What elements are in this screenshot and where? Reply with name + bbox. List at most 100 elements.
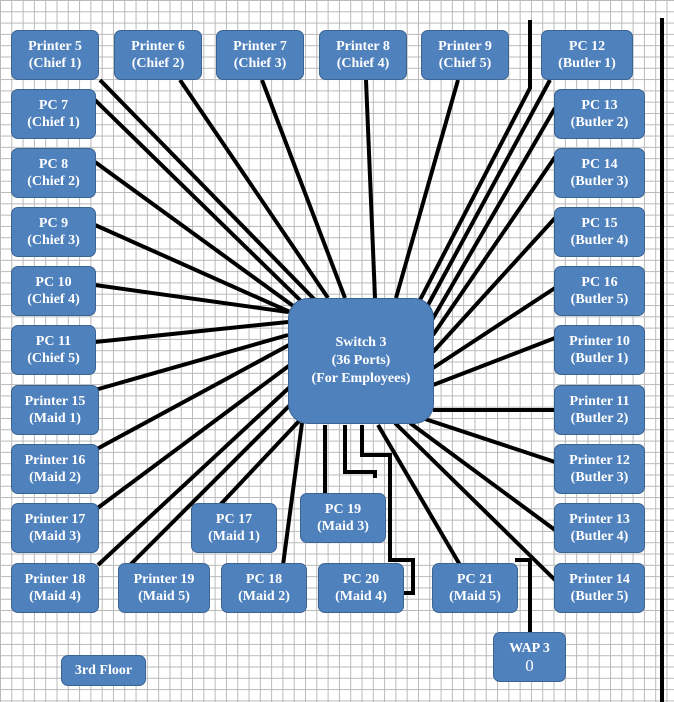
device-name: Printer 10 xyxy=(569,334,630,349)
switch-label-purpose: (For Employees) xyxy=(311,371,411,386)
device-name: PC 17 xyxy=(215,512,253,527)
cable-printer-18 xyxy=(96,383,294,567)
pc-8-node[interactable]: PC 8 (Chief 2) xyxy=(11,148,96,198)
switch-label-name: Switch 3 xyxy=(335,335,387,350)
cable-pc-7 xyxy=(93,98,304,304)
device-name: PC 19 xyxy=(324,502,362,517)
pc-21-node[interactable]: PC 21 (Maid 5) xyxy=(432,563,518,613)
cable-printer-19 xyxy=(128,398,297,567)
cable-pc-16 xyxy=(431,286,557,370)
device-name: Printer 12 xyxy=(569,453,630,468)
device-owner: (Chief 1) xyxy=(27,115,80,130)
printer-8-node[interactable]: Printer 8 (Chief 4) xyxy=(319,30,407,80)
wap-number: 0 xyxy=(525,656,534,675)
device-owner: (Maid 1) xyxy=(208,529,260,544)
pc-19-node[interactable]: PC 19 (Maid 3) xyxy=(300,493,386,543)
cable-pc-20 xyxy=(360,425,415,595)
cable-pc-13 xyxy=(430,106,557,322)
device-name: PC 15 xyxy=(581,216,618,231)
cable-printer-17 xyxy=(93,363,292,512)
printer-13-node[interactable]: Printer 13 (Butler 4) xyxy=(554,503,645,553)
printer-11-node[interactable]: Printer 11 (Butler 2) xyxy=(554,385,645,435)
device-owner: (Chief 4) xyxy=(27,292,80,307)
cable-printer-10 xyxy=(432,336,556,387)
printer-14-node[interactable]: Printer 14 (Butler 5) xyxy=(554,563,645,613)
device-owner: (Maid 2) xyxy=(29,470,81,485)
device-owner: (Butler 4) xyxy=(570,233,629,248)
cable-printer-15 xyxy=(94,333,289,392)
printer-19-node[interactable]: Printer 19 (Maid 5) xyxy=(118,563,210,613)
pc-15-node[interactable]: PC 15 (Butler 4) xyxy=(554,207,645,257)
wap-3-node[interactable]: WAP 3 0 xyxy=(493,632,566,682)
printer-5-node[interactable]: Printer 5 (Chief 1) xyxy=(11,30,99,80)
device-name: Printer 11 xyxy=(569,394,630,409)
device-name: PC 9 xyxy=(38,216,69,231)
floor-label-text: 3rd Floor xyxy=(74,663,133,678)
pc-13-node[interactable]: PC 13 (Butler 2) xyxy=(554,89,645,139)
pc-9-node[interactable]: PC 9 (Chief 3) xyxy=(11,207,96,257)
printer-16-node[interactable]: Printer 16 (Maid 2) xyxy=(11,444,99,494)
switch-3[interactable]: Switch 3 (36 Ports) (For Employees) xyxy=(288,298,434,424)
floor-label: 3rd Floor xyxy=(61,655,146,686)
switch-label-ports: (36 Ports) xyxy=(331,353,391,368)
printer-6-node[interactable]: Printer 6 (Chief 2) xyxy=(114,30,202,80)
device-name: PC 13 xyxy=(581,98,618,113)
pc-14-node[interactable]: PC 14 (Butler 3) xyxy=(554,148,645,198)
device-name: PC 20 xyxy=(342,572,380,587)
device-name: Printer 6 xyxy=(131,39,185,54)
device-owner: (Maid 3) xyxy=(29,529,81,544)
cable-wap-3 xyxy=(515,558,532,632)
device-owner: (Chief 4) xyxy=(336,56,390,71)
printer-12-node[interactable]: Printer 12 (Butler 3) xyxy=(554,444,645,494)
device-owner: (Maid 5) xyxy=(449,589,501,604)
cable-pc-12 xyxy=(426,79,552,306)
device-owner: (Butler 2) xyxy=(570,411,629,426)
pc-10-node[interactable]: PC 10 (Chief 4) xyxy=(11,266,96,316)
device-name: Printer 13 xyxy=(569,512,630,527)
device-name: PC 12 xyxy=(568,39,606,54)
printer-15-node[interactable]: Printer 15 (Maid 1) xyxy=(11,385,99,435)
pc-12-node[interactable]: PC 12 (Butler 1) xyxy=(541,30,633,80)
printer-17-node[interactable]: Printer 17 (Maid 3) xyxy=(11,503,99,553)
cable-printer-6 xyxy=(178,78,330,300)
printer-10-node[interactable]: Printer 10 (Butler 1) xyxy=(554,325,645,375)
pc-16-node[interactable]: PC 16 (Butler 5) xyxy=(554,266,645,316)
cable-pc-8 xyxy=(93,160,298,310)
device-owner: (Maid 5) xyxy=(138,589,190,604)
cable-pc-20-b xyxy=(343,425,377,478)
cable-pc-10 xyxy=(94,283,289,314)
device-owner: (Maid 4) xyxy=(335,589,387,604)
printer-7-node[interactable]: Printer 7 (Chief 3) xyxy=(216,30,304,80)
device-owner: (Maid 2) xyxy=(238,589,290,604)
cable-pc-14 xyxy=(431,155,557,337)
pc-11-node[interactable]: PC 11 (Chief 5) xyxy=(11,325,96,375)
cable-pc-9 xyxy=(94,223,291,314)
device-name: Printer 7 xyxy=(233,39,287,54)
pc-20-node[interactable]: PC 20 (Maid 4) xyxy=(318,563,404,613)
cable-printer-5 xyxy=(98,78,317,302)
cable-pc-18 xyxy=(281,422,304,566)
printer-9-node[interactable]: Printer 9 (Chief 5) xyxy=(421,30,509,80)
device-name: Printer 17 xyxy=(24,512,86,527)
device-owner: (Butler 3) xyxy=(570,470,629,485)
device-owner: (Chief 5) xyxy=(438,56,492,71)
cable-printer-9 xyxy=(394,79,460,299)
cable-pc-21 xyxy=(376,423,462,567)
pc-17-node[interactable]: PC 17 (Maid 1) xyxy=(191,503,277,553)
pc-7-node[interactable]: PC 7 (Chief 1) xyxy=(11,89,96,139)
cable-printer-8 xyxy=(364,79,377,299)
device-owner: (Butler 1) xyxy=(570,351,629,366)
device-owner: (Maid 4) xyxy=(29,589,81,604)
pc-18-node[interactable]: PC 18 (Maid 2) xyxy=(221,563,307,613)
device-owner: (Maid 3) xyxy=(317,519,369,534)
device-owner: (Butler 5) xyxy=(570,589,629,604)
device-name: Printer 18 xyxy=(24,572,86,587)
device-owner: (Chief 5) xyxy=(27,351,80,366)
device-owner: (Chief 2) xyxy=(27,174,80,189)
printer-18-node[interactable]: Printer 18 (Maid 4) xyxy=(11,563,99,613)
device-name: PC 11 xyxy=(35,334,72,349)
device-owner: (Butler 3) xyxy=(570,174,629,189)
device-name: PC 16 xyxy=(581,275,618,290)
device-owner: (Chief 3) xyxy=(233,56,287,71)
device-name: Printer 16 xyxy=(24,453,86,468)
